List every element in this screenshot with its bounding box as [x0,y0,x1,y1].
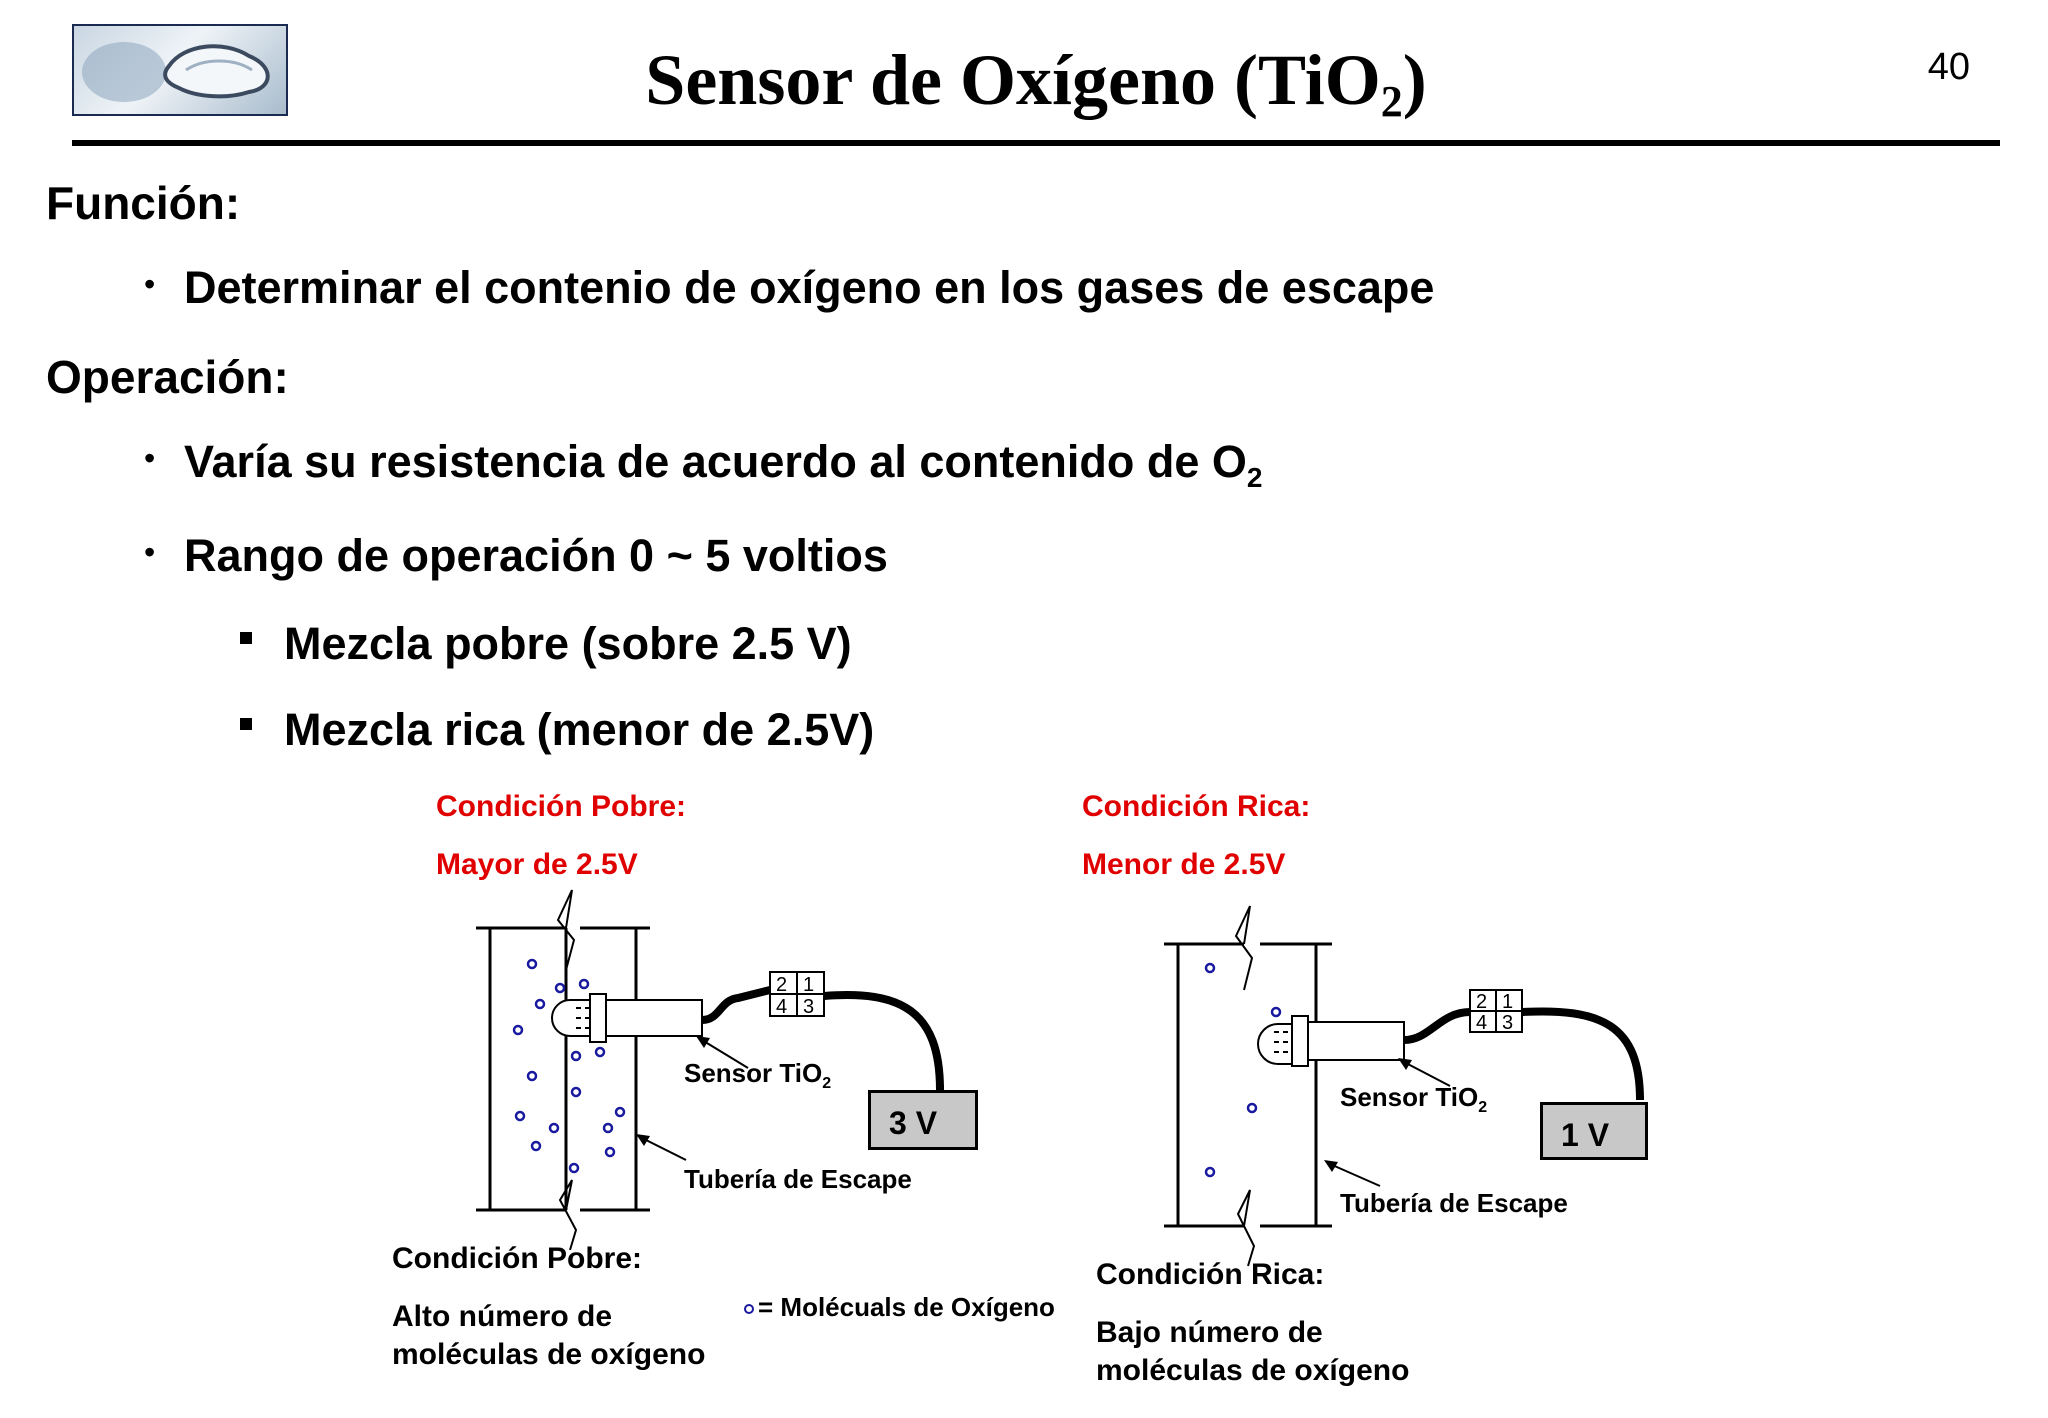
rich-pipe-label: Tubería de Escape [1340,1188,1568,1218]
operacion-heading: Operación: [46,351,289,403]
operacion-bullet-range: Rango de operación 0 ~ 5 voltios [184,530,888,581]
pin-3: 3 [803,996,814,1018]
rich-bottom-line1: Bajo número de [1096,1316,1323,1349]
lean-voltage-range: Mayor de 2.5V [436,848,638,881]
pin-3: 3 [1502,1012,1513,1034]
pin-1: 1 [803,974,814,996]
company-logo [72,24,288,116]
lean-sensor-drawing: 2 1 4 3 [476,889,944,1250]
pin-1: 1 [1502,991,1513,1013]
square-bullet [240,718,252,730]
pin-4: 4 [776,996,787,1018]
molecule-legend: = Molécuals de Oxígeno [744,1292,1055,1323]
rich-sensor-label: Sensor TiO2 [1340,1082,1488,1116]
pin-2: 2 [776,974,787,996]
lean-pipe-label: Tubería de Escape [684,1164,912,1194]
lean-sensor-label: Sensor TiO2 [684,1058,832,1092]
resistance-text: Varía su resistencia de acuerdo al conte… [184,436,1247,487]
rich-voltage-range: Menor de 2.5V [1082,848,1286,881]
bullet-dot: • [144,440,156,476]
square-bullet [240,632,252,644]
bullet-dot: • [144,266,156,302]
bullet-dot: • [144,534,156,570]
rich-voltage-box: 1 V [1540,1102,1648,1160]
rich-bottom-heading: Condición Rica: [1096,1258,1325,1291]
molecule-legend-icon [744,1304,754,1315]
o2-subscript: 2 [1246,462,1263,493]
slide-title: Sensor de Oxígeno (TiO2) [24,36,2048,146]
oxygen-molecules [512,958,626,1174]
sub-bullet-lean: Mezcla pobre (sobre 2.5 V) [284,618,852,669]
lean-bottom-heading: Condición Pobre: [392,1242,642,1275]
lean-voltage-box: 3 V [868,1090,978,1150]
sub-bullet-rich: Mezcla rica (menor de 2.5V) [284,704,875,755]
title-close: ) [1402,40,1427,120]
rich-condition-label: Condición Rica: [1082,790,1311,823]
rich-bottom-line2: moléculas de oxígeno [1096,1354,1410,1387]
lean-bottom-line1: Alto número de [392,1300,613,1333]
pin-4: 4 [1476,1012,1487,1034]
molecule-legend-text: = Molécuals de Oxígeno [758,1292,1055,1322]
oxygen-molecules [1204,962,1282,1178]
page-number: 40 [1927,46,1970,88]
funcion-heading: Función: [46,177,241,229]
funcion-bullet: Determinar el contenio de oxígeno en los… [184,262,1435,313]
title-rule [72,140,2000,146]
pin-2: 2 [1476,991,1487,1013]
lean-condition-label: Condición Pobre: [436,790,686,823]
rich-sensor-drawing: 2 1 4 3 [1164,905,1644,1267]
lean-bottom-line2: moléculas de oxígeno [392,1338,706,1371]
title-text: Sensor de Oxígeno (TiO [645,40,1381,120]
operacion-bullet-resistance: Varía su resistencia de acuerdo al conte… [184,436,1262,494]
title-subscript: 2 [1380,77,1403,126]
